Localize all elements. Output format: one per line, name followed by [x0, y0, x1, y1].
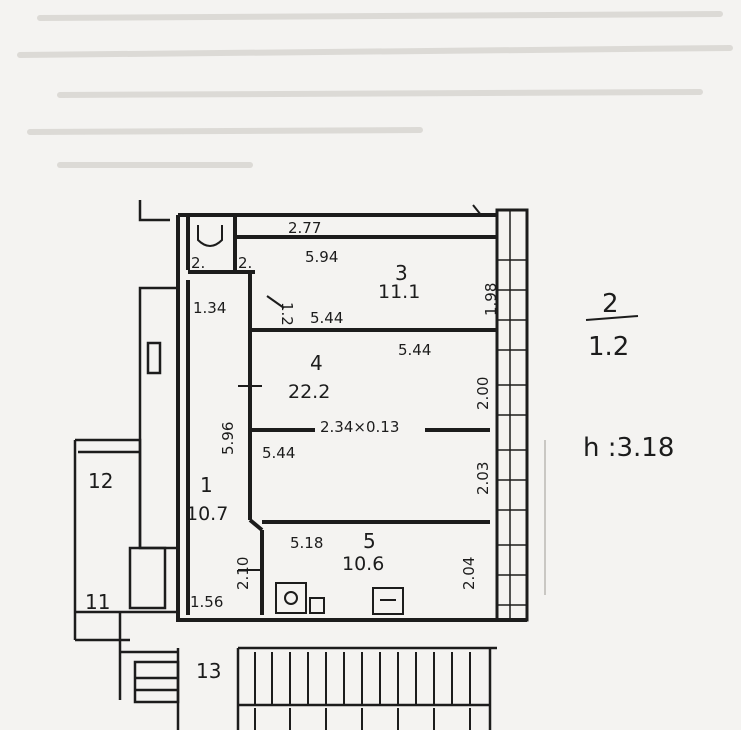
dim-room1-lower: 2.10	[234, 557, 252, 590]
dim-left-stub-a: 1.34	[193, 299, 226, 317]
dim-top-outer: 2.77	[288, 219, 321, 237]
dim-room5-side: 2.04	[460, 557, 478, 590]
room-4-area: 22.2	[288, 381, 330, 403]
room-3-number: 3	[395, 261, 408, 285]
heater-icon	[372, 587, 404, 615]
legend-room-area: 1.2	[588, 332, 629, 362]
dim-left-stub-b: 1.2	[278, 302, 296, 326]
room-12-number: 12	[88, 469, 113, 493]
door-marks	[238, 204, 546, 595]
dim-room4-lower-side: 2.03	[474, 462, 492, 495]
room-1-number: 1	[200, 473, 213, 497]
dim-room5-top: 5.18	[290, 534, 323, 552]
room-4-number: 4	[310, 351, 323, 375]
room-13-number: 13	[196, 659, 221, 683]
dim-room3-top: 5.94	[305, 248, 338, 266]
exterior-wall-right	[495, 208, 529, 622]
dim-room2-width: 2.	[191, 254, 205, 272]
dim-partition: 2.34×0.13	[320, 418, 399, 436]
legend: 2 1.2 h :3.18	[583, 289, 674, 463]
left-adjoining-rooms	[73, 200, 180, 700]
dim-room4-side: 2.00	[474, 377, 492, 410]
fixtures	[197, 225, 404, 615]
dim-room2-depth: 2.	[238, 254, 252, 272]
stove-icon	[275, 582, 307, 614]
dim-room3-side: 1.98	[482, 283, 500, 316]
dim-room3-bottom: 5.44	[310, 309, 343, 327]
dim-room1-side: 5.96	[219, 422, 237, 455]
staircase	[133, 646, 497, 730]
legend-room-number: 2	[602, 289, 619, 319]
room-3-area: 11.1	[378, 281, 420, 303]
room-1-area: 10.7	[186, 503, 228, 525]
sink-icon	[309, 597, 325, 614]
dimension-labels: 2.77 5.94 2. 2. 1.34 1.2 5.44 1.98 5.44 …	[190, 219, 500, 611]
room-labels: 3 11.1 4 22.2 1 10.7 5 10.6 12 11 13	[85, 261, 420, 683]
toilet-icon	[197, 225, 223, 247]
legend-ceiling-height: h :3.18	[583, 433, 674, 463]
room-11-number: 11	[85, 590, 110, 614]
dim-room4-top: 5.44	[398, 341, 431, 359]
dim-room4-bottom: 5.44	[262, 444, 295, 462]
apartment-walls	[176, 213, 527, 622]
room-5-area: 10.6	[342, 553, 384, 575]
faint-background-text	[17, 11, 733, 168]
room-5-number: 5	[363, 529, 376, 553]
dim-room1-bottom: 1.56	[190, 593, 223, 611]
